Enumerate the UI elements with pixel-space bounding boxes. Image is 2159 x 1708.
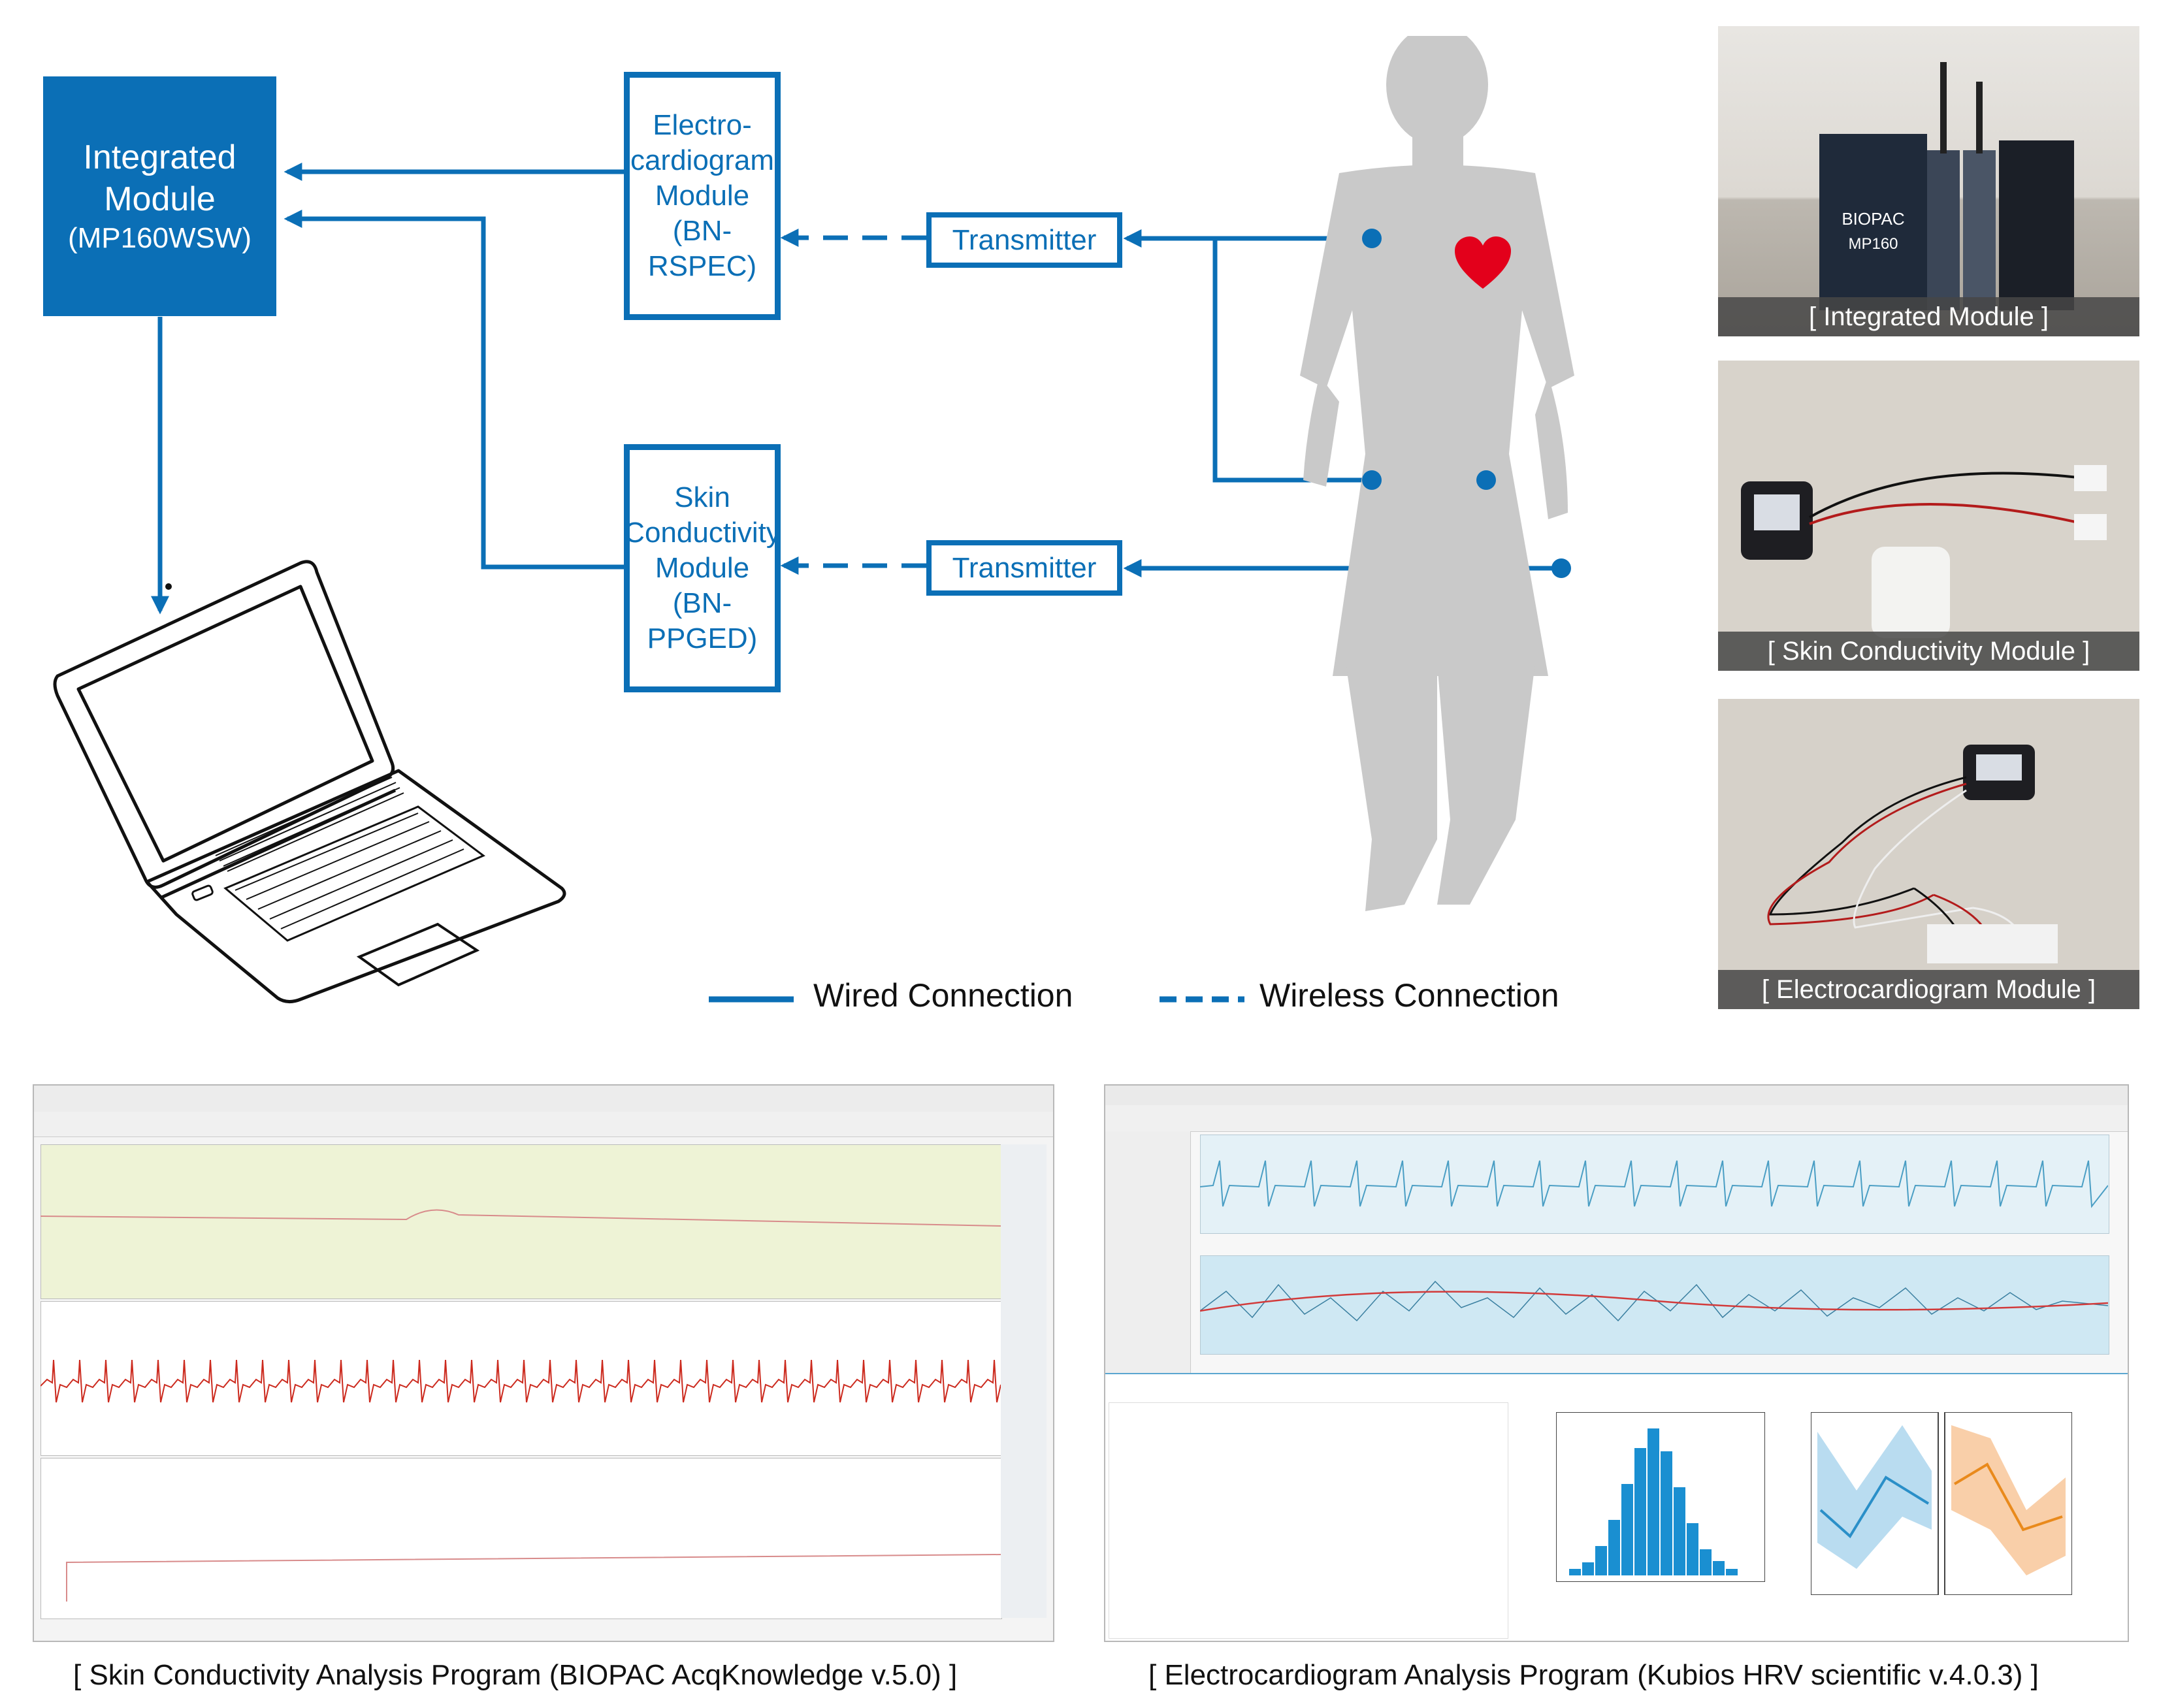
acq-ecg-trace xyxy=(41,1359,1001,1403)
mp160-label: MP160 xyxy=(1848,235,1898,253)
sc-module-label: Conductivity xyxy=(624,517,781,549)
skin-conductivity-photo: [ Skin Conductivity Module ] xyxy=(1718,361,2139,671)
kubios-side-panel xyxy=(1105,1131,1191,1373)
integrated-module-box: Integrated Module (MP160WSW) xyxy=(43,76,276,316)
ecg-electrode-chest xyxy=(1362,229,1382,248)
wire-sc-to-integrated xyxy=(284,210,627,570)
sc-module-label: Module xyxy=(655,552,750,584)
legend-wired-label: Wired Connection xyxy=(813,977,1073,1014)
kubios-caption: [ Electrocardiogram Analysis Program (Ku… xyxy=(1148,1659,2039,1691)
ecg-module-label: cardiogram xyxy=(630,144,775,176)
ecg-module-label: Module xyxy=(655,180,750,212)
laptop-icon xyxy=(53,560,566,1003)
ecg-module-box: Electro- cardiogram Module (BN-RSPEC) xyxy=(624,72,781,320)
wire-ecg-leads xyxy=(1212,236,1486,483)
sc-electrode-hand xyxy=(1551,558,1571,578)
sc-module-model: (BN-PPGED) xyxy=(647,587,758,654)
acq-scale-column xyxy=(1001,1144,1047,1618)
kubios-ecg-trace xyxy=(1200,1160,2108,1208)
kubios-screenshot xyxy=(1104,1084,2129,1642)
acq-caption: [ Skin Conductivity Analysis Program (BI… xyxy=(73,1659,958,1691)
integrated-module-label: Integrated xyxy=(83,138,236,176)
human-silhouette xyxy=(1300,36,1574,911)
kubios-titlebar xyxy=(1105,1086,2128,1105)
ecg-module-photo: [ Electrocardiogram Module ] xyxy=(1718,699,2139,1009)
integrated-module-model: (MP160WSW) xyxy=(67,221,252,254)
kubios-rr-panel xyxy=(1200,1255,2109,1355)
integrated-module-photo: BIOPAC MP160 [ Integrated Module ] xyxy=(1718,26,2139,336)
ecg-electrode-right xyxy=(1476,470,1496,490)
acq-sc-trace xyxy=(41,1209,1001,1227)
acq-titlebar xyxy=(34,1086,1053,1112)
heart-icon xyxy=(1455,236,1511,289)
acqknowledge-screenshot xyxy=(33,1084,1054,1642)
ecg-electrode-left xyxy=(1362,470,1382,490)
kubios-rr-trend xyxy=(1200,1291,2108,1312)
sc-module-box: Skin Conductivity Module (BN-PPGED) xyxy=(624,444,781,692)
acq-third-trace xyxy=(66,1554,1001,1602)
transmitter-top: Transmitter xyxy=(926,212,1122,268)
acq-channel-2 xyxy=(41,1301,1002,1456)
kubios-toolbar xyxy=(1105,1105,2128,1132)
acq-channel-1 xyxy=(41,1144,1002,1299)
integrated-module-label: Module xyxy=(104,180,216,218)
sc-module-label: Skin xyxy=(674,481,730,513)
legend-wireless-label: Wireless Connection xyxy=(1259,977,1559,1014)
acq-channel-3 xyxy=(41,1458,1002,1619)
acq-toolbar xyxy=(34,1112,1053,1137)
ecg-module-label: Electro- xyxy=(653,109,752,141)
integrated-module-caption: [ Integrated Module ] xyxy=(1718,297,2139,336)
ecg-module-caption: [ Electrocardiogram Module ] xyxy=(1718,970,2139,1009)
kubios-histogram xyxy=(1569,1428,1738,1575)
kubios-results-table xyxy=(1109,1402,1508,1639)
ecg-module-model: (BN-RSPEC) xyxy=(647,215,757,282)
transmitter-bottom: Transmitter xyxy=(926,540,1122,596)
skin-conductivity-caption: [ Skin Conductivity Module ] xyxy=(1718,632,2139,671)
biopac-logo: BIOPAC xyxy=(1842,209,1905,229)
